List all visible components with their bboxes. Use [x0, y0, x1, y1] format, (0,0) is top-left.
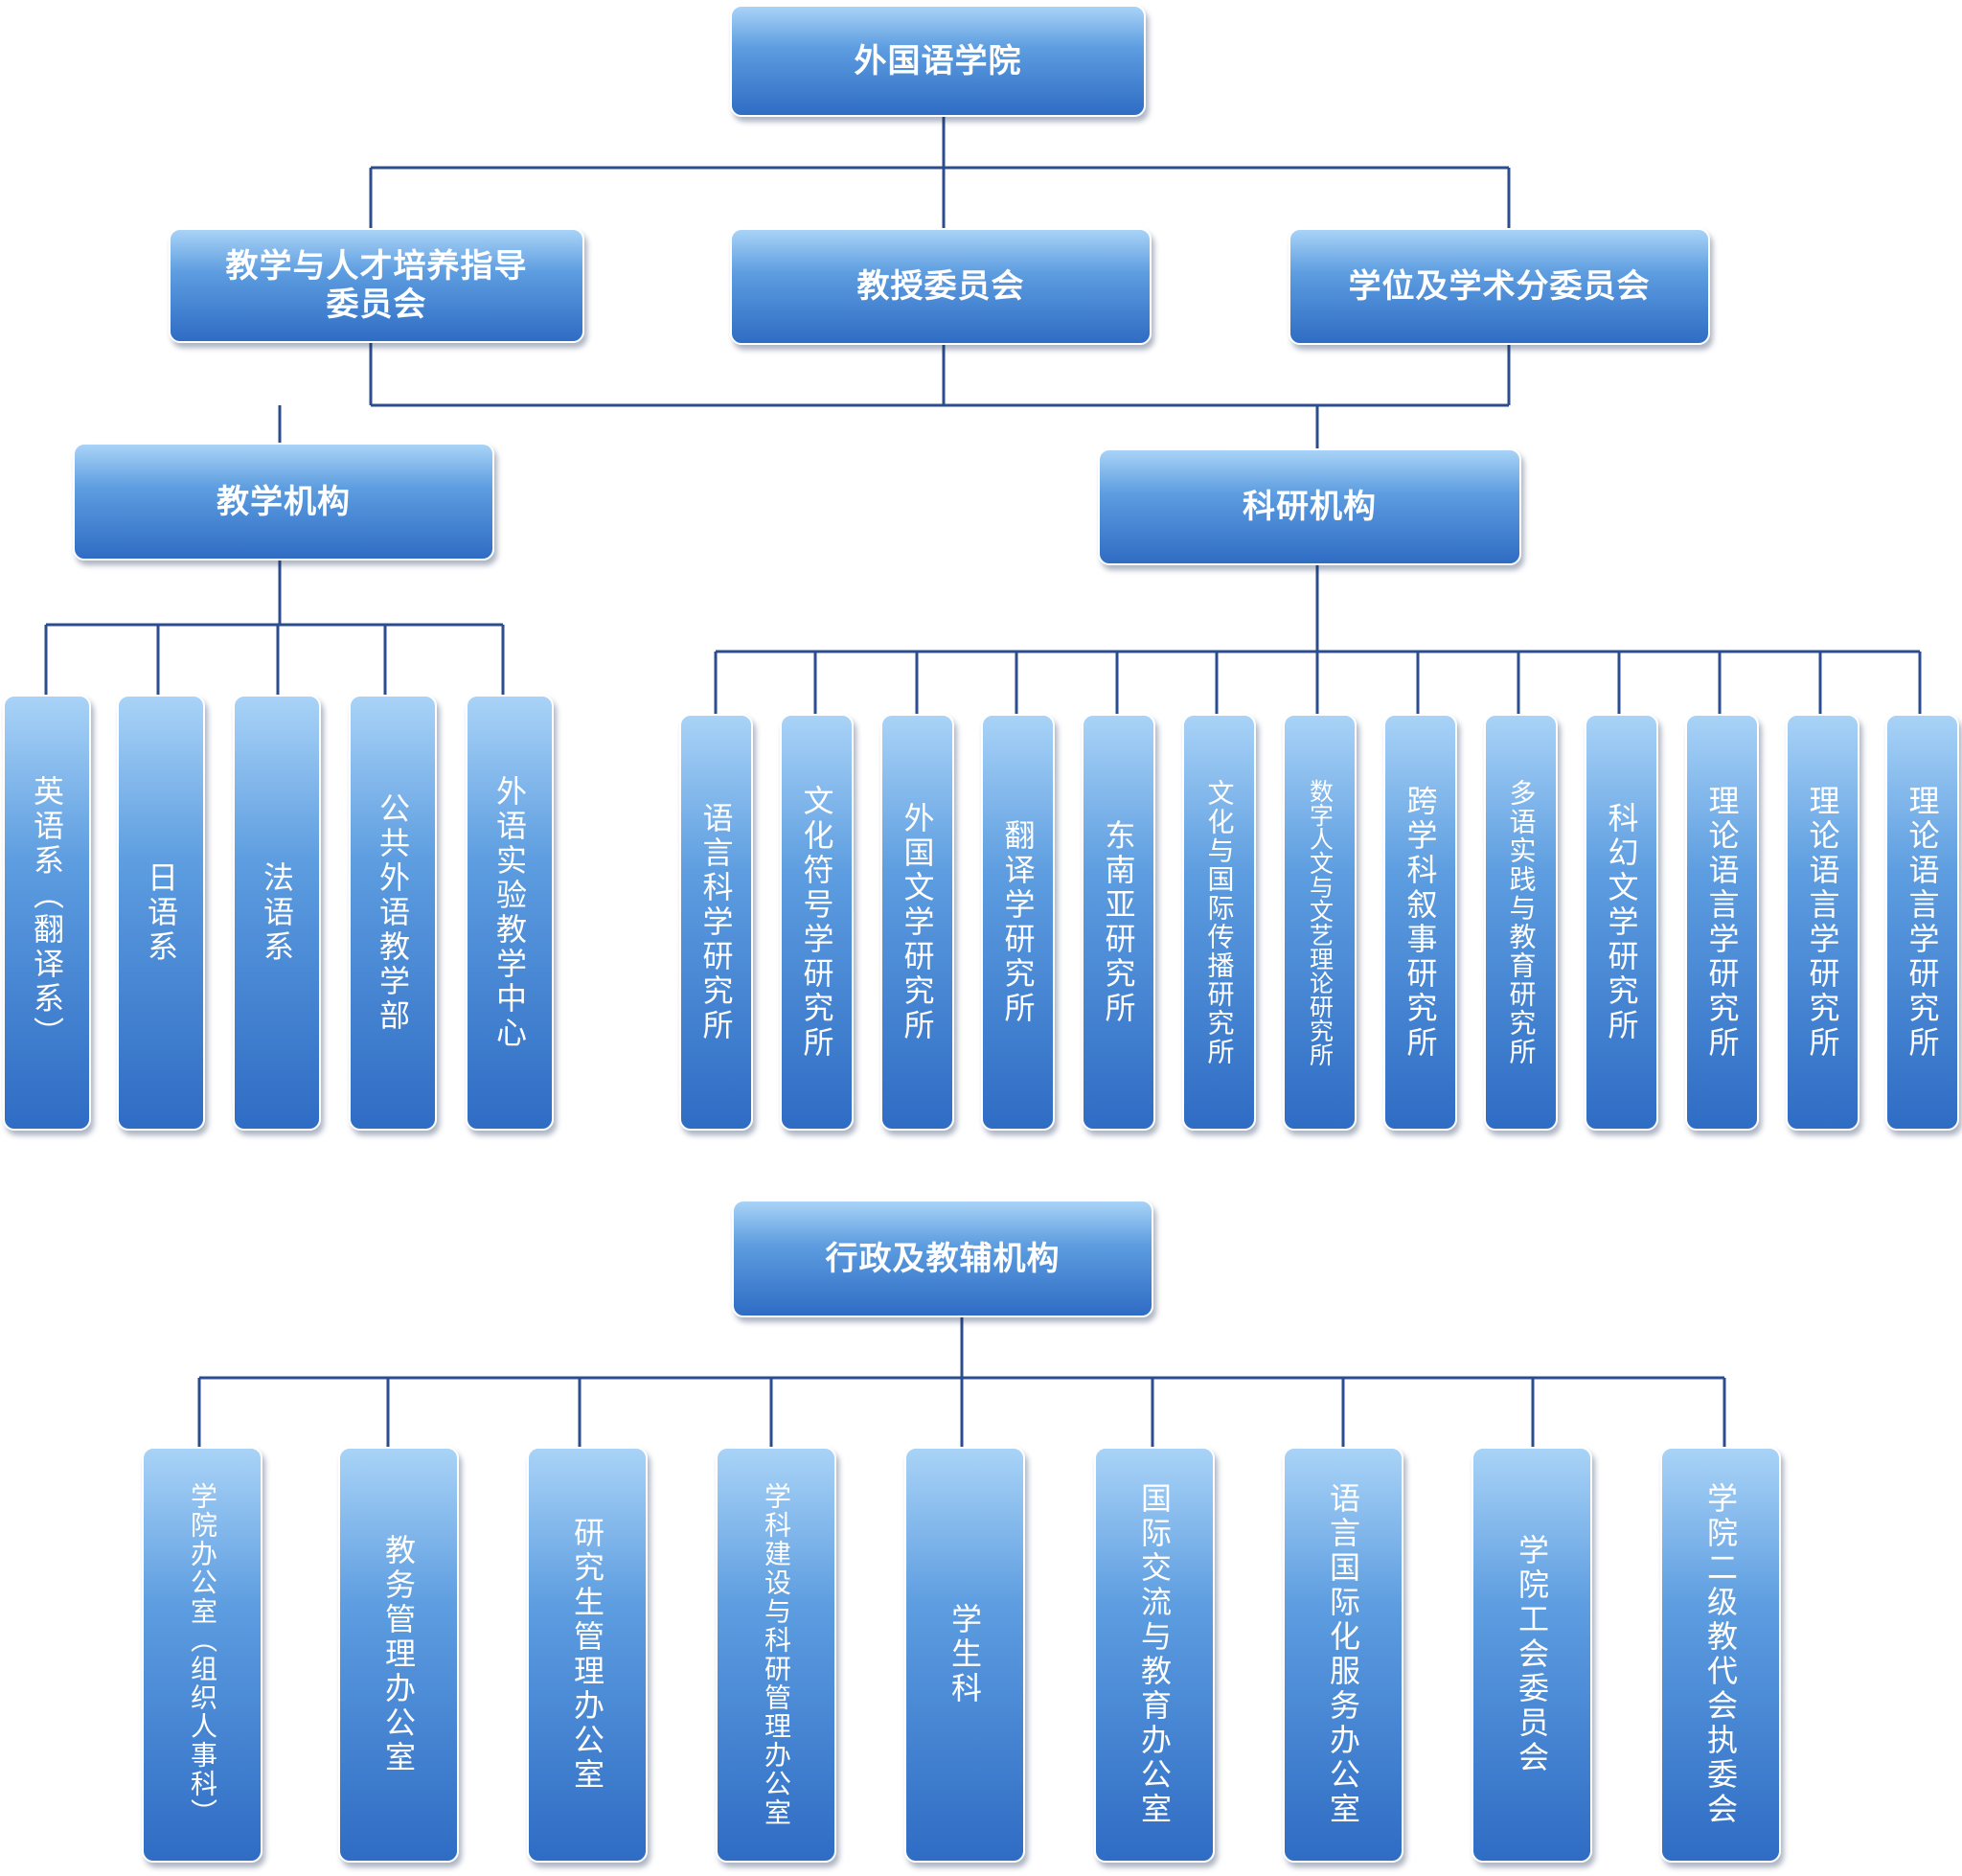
committee-label: 学位及学术分委员会	[1348, 267, 1651, 306]
research-institute: 理论语言学研究所	[1885, 714, 1959, 1131]
research-institute: 科幻文学研究所	[1585, 714, 1658, 1131]
unit-label: 外国文学研究所	[899, 801, 936, 1043]
root-node: 外国语学院	[730, 5, 1146, 117]
research-institute: 东南亚研究所	[1082, 714, 1155, 1131]
unit-label: 研究生管理办公室	[569, 1517, 605, 1793]
unit-label: 数字人文与文艺理论研究所	[1306, 778, 1335, 1066]
research-institute: 多语实践与教育研究所	[1484, 714, 1558, 1131]
unit-label: 理论语言学研究所	[1804, 784, 1841, 1061]
section-title: 科研机构	[1243, 488, 1377, 526]
unit-label: 文化与国际传播研究所	[1203, 778, 1236, 1066]
admin-office: 学院工会委员会	[1472, 1447, 1592, 1863]
admin-office: 学科建设与科研管理办公室	[716, 1447, 836, 1863]
unit-label: 理论语言学研究所	[1703, 784, 1741, 1061]
unit-label: 跨学科叙事研究所	[1402, 784, 1439, 1061]
unit-label: 法语系	[259, 860, 295, 965]
research-institute: 理论语言学研究所	[1685, 714, 1759, 1131]
research-institutions-header: 科研机构	[1098, 448, 1521, 565]
unit-label: 教务管理办公室	[380, 1534, 417, 1775]
committee-professors: 教授委员会	[730, 228, 1152, 345]
admin-office: 国际交流与教育办公室	[1094, 1447, 1215, 1863]
admin-office: 学生科	[904, 1447, 1025, 1863]
unit-label: 外语实验教学中心	[491, 774, 528, 1051]
unit-label: 学院二级教代会执委会	[1702, 1482, 1739, 1827]
admin-office: 教务管理办公室	[338, 1447, 459, 1863]
teaching-unit: 日语系	[117, 695, 205, 1131]
committee-teaching-guidance: 教学与人才培养指导 委员会	[169, 228, 584, 343]
research-institute: 文化符号学研究所	[780, 714, 854, 1131]
unit-label: 东南亚研究所	[1100, 818, 1137, 1026]
unit-label: 语言国际化服务办公室	[1325, 1482, 1361, 1827]
unit-label: 科幻文学研究所	[1603, 801, 1640, 1043]
committee-degree-academic: 学位及学术分委员会	[1289, 228, 1710, 345]
research-institute: 跨学科叙事研究所	[1383, 714, 1457, 1131]
unit-label: 公共外语教学部	[375, 791, 411, 1034]
unit-label: 英语系（翻译系）	[29, 774, 65, 1051]
teaching-unit: 法语系	[233, 695, 321, 1131]
unit-label: 日语系	[143, 860, 179, 965]
root-label: 外国语学院	[854, 41, 1022, 80]
research-institute: 理论语言学研究所	[1786, 714, 1859, 1131]
committee-label: 教学与人才培养指导 委员会	[225, 247, 528, 324]
admin-office: 学院办公室（组织人事科）	[142, 1447, 262, 1863]
admin-institutions-header: 行政及教辅机构	[732, 1200, 1153, 1317]
unit-label: 学院工会委员会	[1514, 1534, 1550, 1775]
research-institute: 语言科学研究所	[679, 714, 753, 1131]
research-institute: 外国文学研究所	[880, 714, 954, 1131]
teaching-institutions-header: 教学机构	[73, 443, 494, 561]
teaching-unit: 英语系（翻译系）	[3, 695, 91, 1131]
section-title: 行政及教辅机构	[825, 1239, 1061, 1278]
unit-label: 语言科学研究所	[697, 801, 735, 1043]
unit-label: 翻译学研究所	[999, 818, 1037, 1026]
research-institute: 文化与国际传播研究所	[1182, 714, 1256, 1131]
admin-office: 研究生管理办公室	[527, 1447, 648, 1863]
admin-office: 语言国际化服务办公室	[1283, 1447, 1403, 1863]
teaching-unit: 公共外语教学部	[349, 695, 437, 1131]
admin-office: 学院二级教代会执委会	[1660, 1447, 1781, 1863]
unit-label: 学院办公室（组织人事科）	[187, 1482, 218, 1827]
unit-label: 国际交流与教育办公室	[1136, 1482, 1173, 1827]
research-institute: 翻译学研究所	[981, 714, 1055, 1131]
unit-label: 文化符号学研究所	[798, 784, 835, 1061]
unit-label: 多语实践与教育研究所	[1505, 778, 1538, 1066]
unit-label: 理论语言学研究所	[1904, 784, 1941, 1061]
unit-label: 学生科	[947, 1603, 983, 1706]
teaching-unit: 外语实验教学中心	[466, 695, 554, 1131]
committee-label: 教授委员会	[856, 267, 1025, 306]
unit-label: 学科建设与科研管理办公室	[761, 1482, 792, 1827]
section-title: 教学机构	[217, 482, 351, 521]
research-institute: 数字人文与文艺理论研究所	[1283, 714, 1357, 1131]
